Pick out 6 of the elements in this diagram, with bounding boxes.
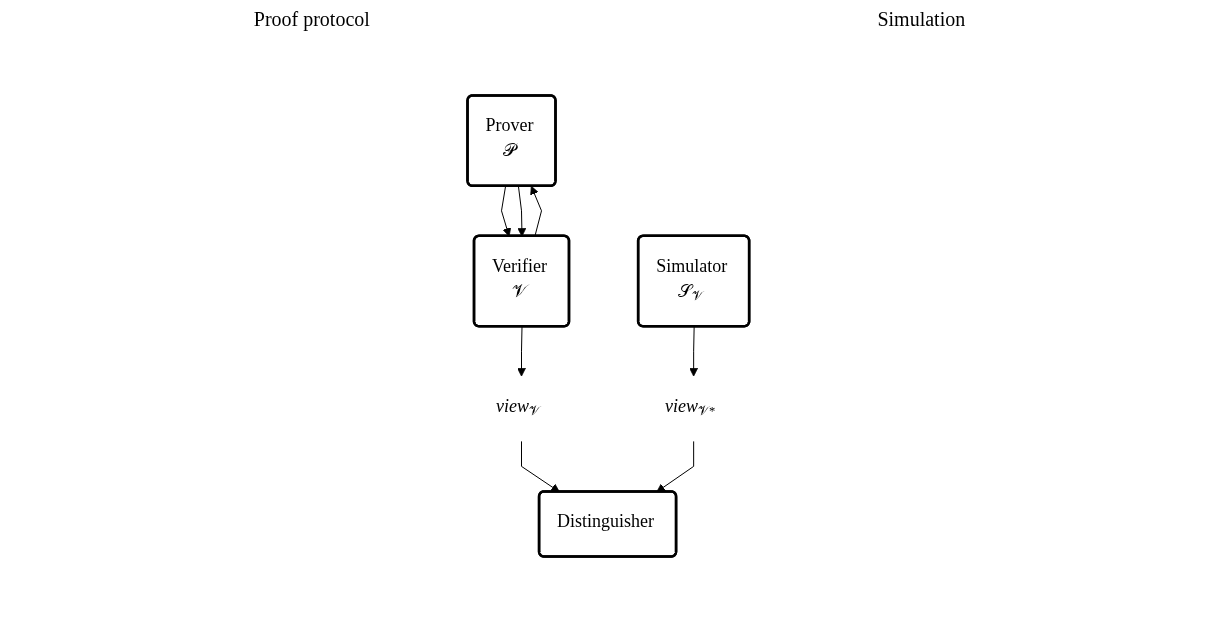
arrow	[517, 326, 527, 377]
arrow	[689, 326, 699, 377]
node-text: view$_{𝒱*}$	[665, 396, 716, 418]
section-heading: Proof protocol	[253, 8, 370, 33]
section-heading: Simulation	[877, 8, 966, 32]
node-text: view$_{𝒱}$	[496, 396, 541, 418]
